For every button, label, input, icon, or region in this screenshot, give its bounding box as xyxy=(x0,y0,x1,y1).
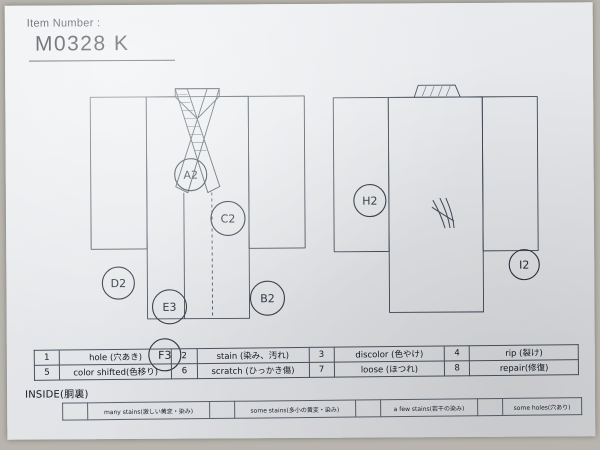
legend-text: scratch (ひっかき傷) xyxy=(196,362,310,379)
mark-label: A2 xyxy=(183,169,198,182)
inside-checkbox[interactable] xyxy=(209,401,235,419)
mark-label: C2 xyxy=(221,212,236,225)
legend-code: 1 xyxy=(34,350,60,366)
legend-code: 6 xyxy=(171,363,198,379)
kimono-front-view: A2 C2 D2 B2 E3 F3 xyxy=(83,66,315,372)
mark-label: H2 xyxy=(362,195,377,208)
legend-code: 8 xyxy=(444,360,470,377)
legend-text: hole (穴あき) xyxy=(59,348,172,366)
mark-label: I2 xyxy=(519,259,529,272)
inspection-sheet: Item Number : M0328 K xyxy=(4,2,596,440)
inside-option: some stains(多小の黄変・染み) xyxy=(234,400,356,419)
item-number-label: Item Number : xyxy=(26,17,101,30)
damage-legend-table: 1 hole (穴あき) 2 stain (染み、汚れ) 3 discolor … xyxy=(34,344,579,381)
legend-text: discolor (色やけ) xyxy=(333,346,445,363)
inside-option: many stains(激しい黄変・染み) xyxy=(87,401,210,420)
table-row: many stains(激しい黄変・染み) some stains(多小の黄変・… xyxy=(62,397,582,421)
legend-text: color shifted(色移り) xyxy=(59,363,172,381)
legend-text: repair(修復) xyxy=(469,359,579,376)
inside-option: some holes(穴あり) xyxy=(502,397,582,416)
legend-text: rip (裂け) xyxy=(469,344,579,361)
legend-code: 3 xyxy=(308,347,335,363)
inside-section-label: INSIDE(胴裏) xyxy=(25,389,89,401)
legend-code: 5 xyxy=(34,365,60,381)
item-number-underline xyxy=(29,59,176,62)
inside-checkbox[interactable] xyxy=(355,399,381,418)
inside-checkbox[interactable] xyxy=(62,402,88,421)
legend-code: 7 xyxy=(308,362,335,378)
legend-text: stain (染み、汚れ) xyxy=(196,347,309,364)
mark-label: E3 xyxy=(163,301,177,314)
inside-option: a few stains(若干の染み) xyxy=(380,398,478,417)
legend-code: 2 xyxy=(171,348,197,364)
legend-text: loose (ほつれ) xyxy=(334,361,445,378)
legend-code: 4 xyxy=(444,345,470,362)
mark-label: B2 xyxy=(260,292,275,305)
mark-label: D2 xyxy=(111,277,127,290)
kimono-back-view: H2 I2 xyxy=(327,64,579,328)
inside-condition-table: many stains(激しい黄変・染み) some stains(多小の黄変・… xyxy=(62,397,582,421)
inside-checkbox[interactable] xyxy=(477,398,503,416)
mark-label: F3 xyxy=(158,349,171,362)
item-number-value: M0328 K xyxy=(34,32,130,56)
